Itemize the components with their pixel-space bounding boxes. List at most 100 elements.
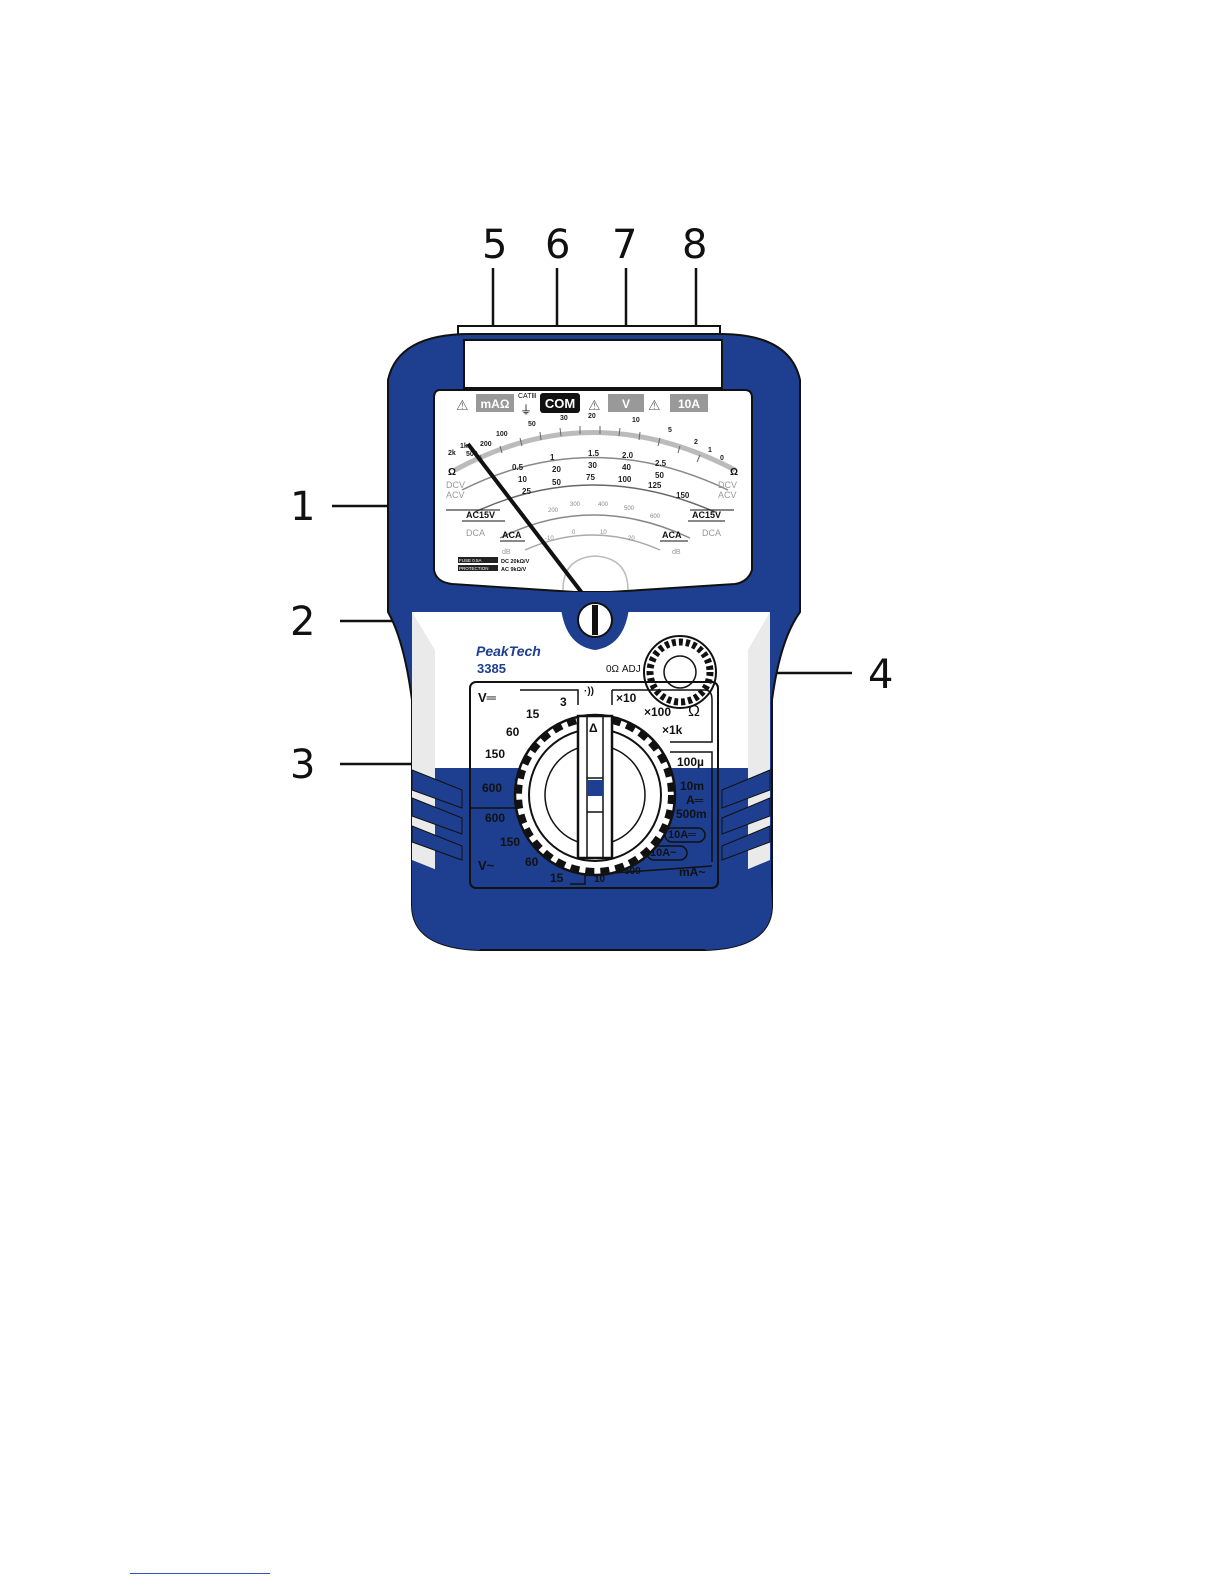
svg-text:2.0: 2.0 [622, 451, 634, 460]
ohm-symbol-left: Ω [448, 467, 456, 478]
svg-text:15: 15 [526, 707, 540, 721]
svg-text:10A═: 10A═ [668, 829, 696, 841]
svg-text:400: 400 [598, 502, 609, 508]
db-scale-labels: -10 0 10 20 [545, 530, 635, 542]
svg-text:5: 5 [668, 427, 672, 434]
svg-text:1: 1 [708, 447, 712, 454]
svg-text:100: 100 [618, 475, 632, 484]
svg-text:100: 100 [496, 431, 508, 438]
svg-text:50: 50 [552, 478, 561, 487]
svg-text:V~: V~ [478, 858, 495, 873]
zero-ohm-adjust-label: 0Ω ADJ ▸ [606, 664, 649, 675]
callout-6: 6 [545, 222, 570, 268]
model-number: 3385 [477, 661, 506, 676]
protection-label: PROTECTION [459, 566, 489, 571]
svg-text:60: 60 [525, 855, 539, 869]
svg-text:10m: 10m [680, 779, 704, 793]
svg-text:A═: A═ [686, 793, 704, 807]
svg-text:10: 10 [518, 475, 527, 484]
svg-text:150: 150 [676, 491, 690, 500]
svg-text:Ω: Ω [688, 703, 700, 720]
scale-range-labels: DCV ACV DCV ACV AC15V AC15V DCA DCA ACA … [446, 480, 737, 556]
callout-5: 5 [482, 222, 507, 268]
warning-icon: ⚠ [588, 397, 601, 413]
svg-text:×100: ×100 [644, 705, 671, 719]
svg-text:500: 500 [624, 506, 635, 512]
cat-rating-label: CATⅢ [518, 393, 536, 400]
rotary-function-switch[interactable]: Δ [513, 713, 677, 877]
svg-text:500: 500 [466, 451, 478, 458]
svg-text:20: 20 [588, 413, 596, 420]
svg-text:10: 10 [600, 530, 607, 536]
callout-8: 8 [682, 222, 707, 268]
svg-text:150: 150 [485, 747, 505, 761]
svg-text:3: 3 [560, 695, 567, 709]
fuse-label: FUSE 0.5A [459, 558, 482, 563]
scale-arcs [453, 430, 737, 551]
terminal-label-com: COM [545, 396, 575, 411]
svg-text:2: 2 [694, 439, 698, 446]
svg-text:1: 1 [550, 453, 555, 462]
selector-pointer-icon: Δ [589, 721, 598, 735]
callout-7: 7 [612, 222, 637, 268]
svg-text:40: 40 [622, 463, 631, 472]
scale-range-underlines [446, 509, 734, 542]
svg-text:1.5: 1.5 [588, 449, 600, 458]
ohm-scale-labels: 2k 1k 500 200 100 50 30 20 10 5 2 1 0 [448, 413, 724, 462]
svg-text:ACV: ACV [446, 490, 465, 500]
svg-text:1k: 1k [460, 443, 468, 450]
svg-text:DCV: DCV [446, 480, 465, 490]
svg-text:10: 10 [632, 417, 640, 424]
svg-text:ACA: ACA [662, 530, 682, 540]
svg-text:ACV: ACV [718, 490, 737, 500]
ohm-symbol-right: Ω [730, 467, 738, 478]
ground-icon: ⏚ [520, 403, 532, 417]
svg-text:2k: 2k [448, 450, 456, 457]
svg-text:dB: dB [502, 549, 511, 556]
svg-text:0: 0 [720, 455, 724, 462]
svg-text:20: 20 [628, 536, 635, 542]
terminal-label-ma-ohm: mAΩ [481, 397, 510, 411]
callout-1: 1 [290, 484, 315, 530]
svg-text:600: 600 [650, 514, 661, 520]
warning-icon: ⚠ [648, 397, 661, 413]
svg-text:75: 75 [586, 473, 595, 482]
svg-text:50: 50 [655, 471, 664, 480]
svg-text:10A~: 10A~ [650, 847, 677, 859]
svg-text:DCA: DCA [466, 528, 485, 538]
svg-text:20: 20 [552, 465, 561, 474]
svg-text:200: 200 [548, 508, 559, 514]
svg-text:V═: V═ [478, 690, 497, 705]
svg-text:×10: ×10 [616, 691, 637, 705]
svg-text:25: 25 [522, 487, 531, 496]
svg-text:100µ: 100µ [677, 755, 704, 769]
svg-text:2.5: 2.5 [655, 459, 667, 468]
callout-2: 2 [290, 599, 315, 645]
svg-text:-10: -10 [545, 536, 554, 542]
svg-text:30: 30 [560, 415, 568, 422]
acv-scale-labels: 200 300 400 500 600 [548, 502, 661, 520]
terminal-label-10a: 10A [678, 397, 700, 411]
dc-scale-labels: 0.5 1 1.5 2.0 2.5 10 20 30 40 50 25 50 7… [512, 449, 690, 500]
sensitivity-dc: DC 20kΩ/V [501, 559, 530, 565]
svg-text:500m: 500m [676, 807, 707, 821]
callout-3: 3 [290, 742, 315, 788]
svg-text:DCA: DCA [702, 528, 721, 538]
svg-text:0.5: 0.5 [512, 463, 524, 472]
svg-text:ACA: ACA [502, 530, 522, 540]
pointer-needle [466, 442, 594, 608]
brand-logo: PeakTech [476, 643, 541, 659]
svg-text:30: 30 [588, 461, 597, 470]
svg-text:0: 0 [572, 530, 576, 536]
warning-icon: ⚠ [456, 397, 469, 413]
svg-text:AC15V: AC15V [692, 510, 721, 520]
terminal-label-v: V [622, 397, 630, 411]
svg-text:200: 200 [480, 441, 492, 448]
svg-text:DCV: DCV [718, 480, 737, 490]
svg-text:AC15V: AC15V [466, 510, 495, 520]
svg-text:125: 125 [648, 481, 662, 490]
svg-text:dB: dB [672, 549, 681, 556]
svg-text:15: 15 [550, 871, 564, 885]
callout-4: 4 [868, 652, 893, 698]
